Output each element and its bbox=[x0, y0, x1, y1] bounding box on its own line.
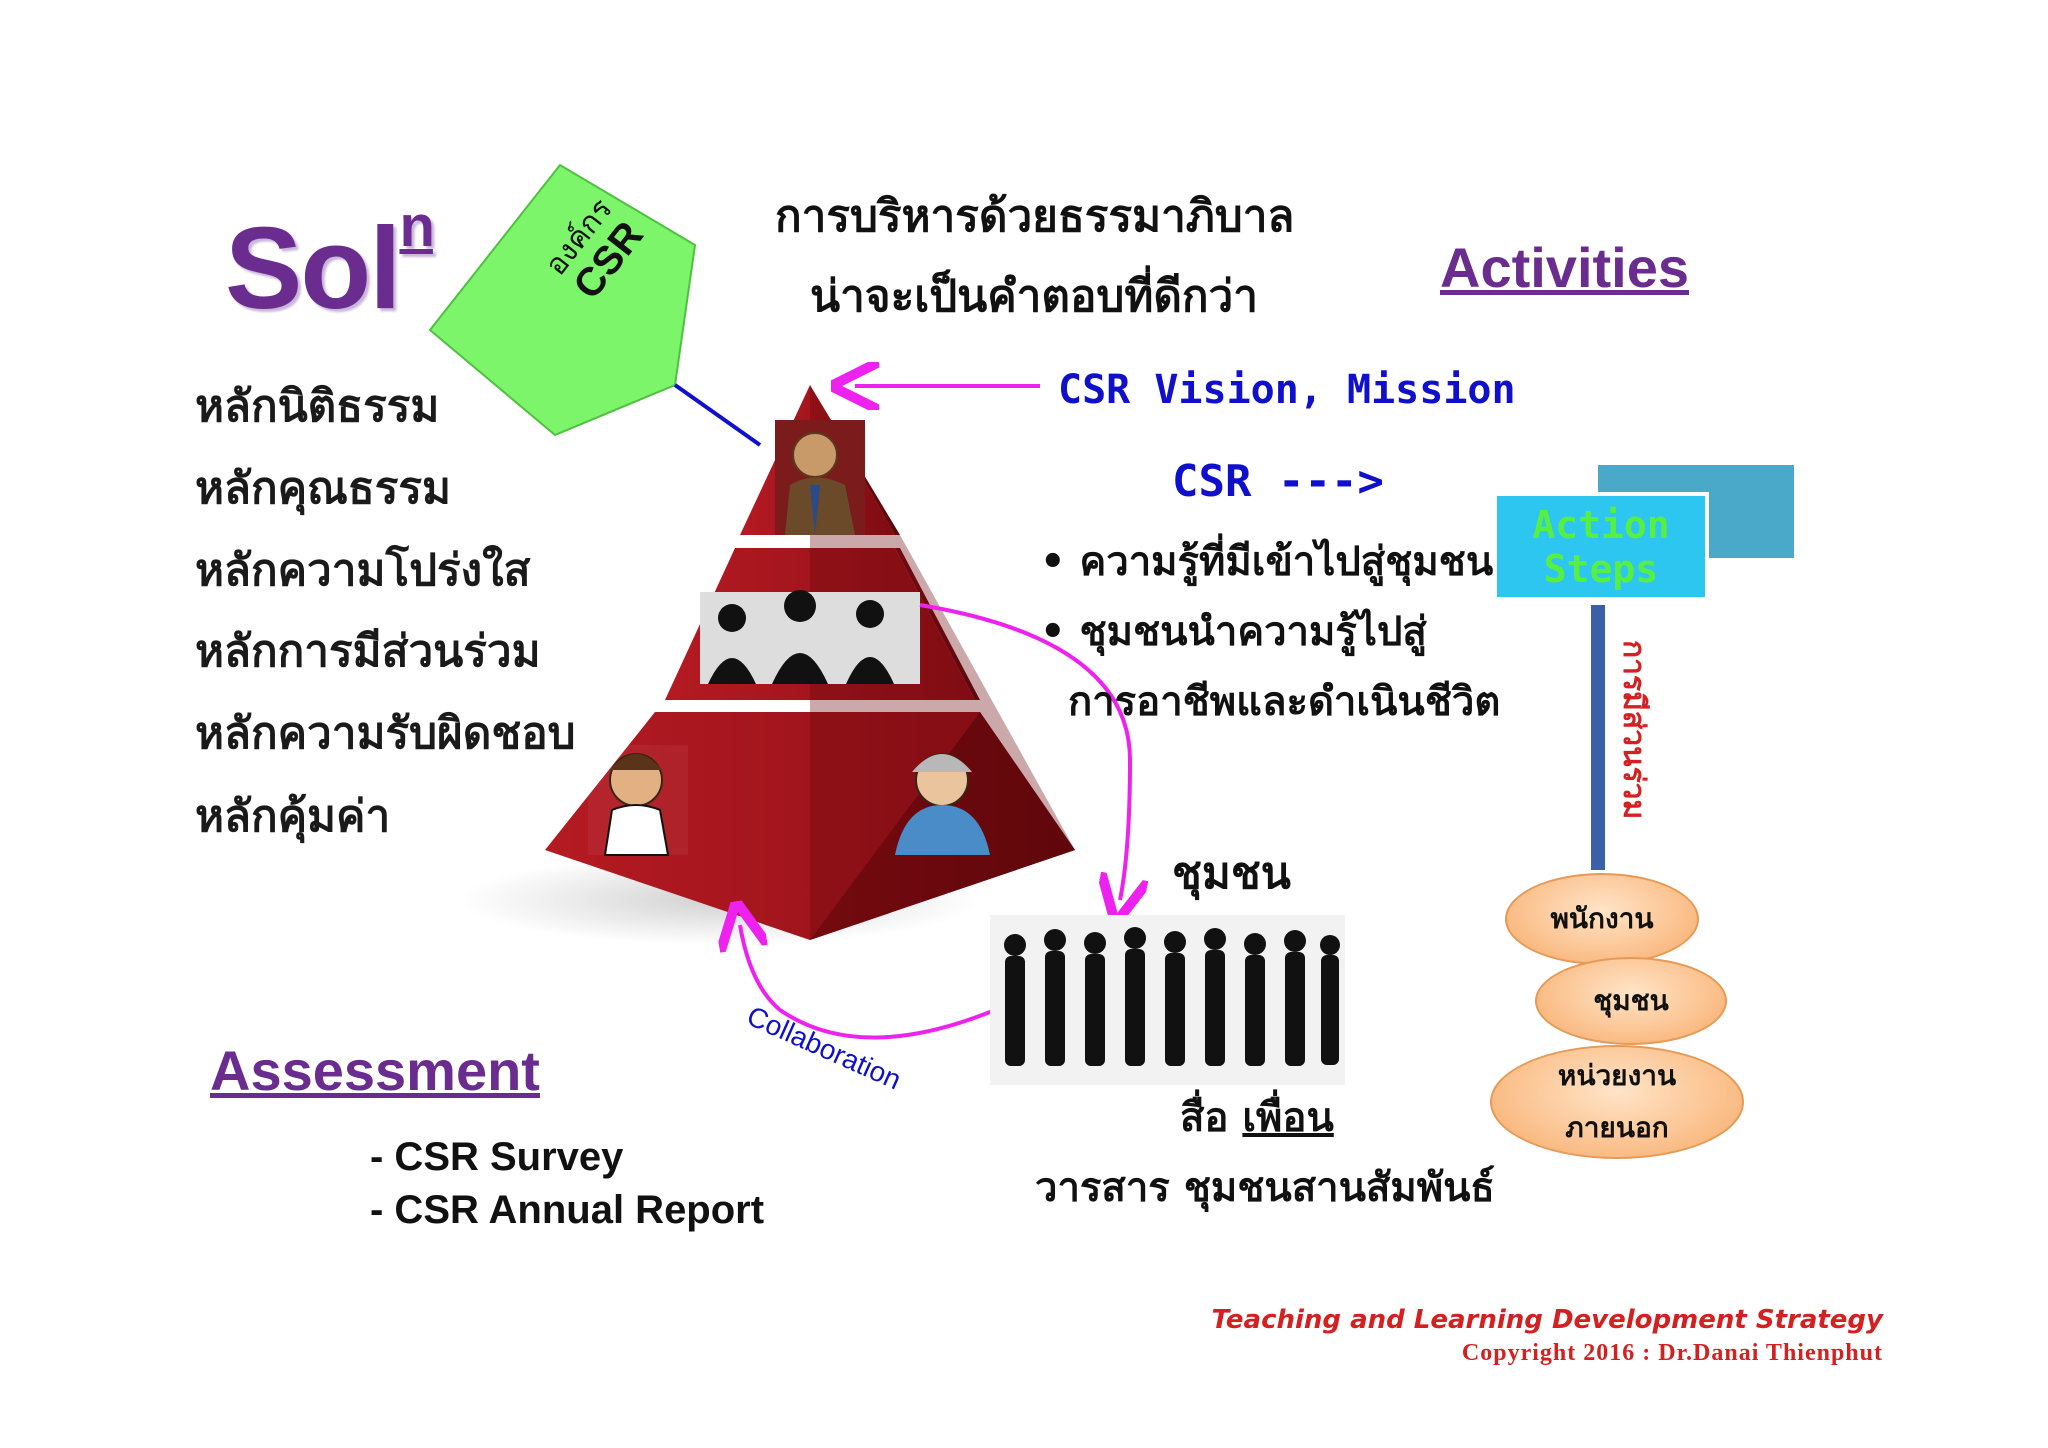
bullet-2: • ชุมชนนำความรู้ไปสู่ bbox=[1040, 609, 1427, 655]
bullet-1: • ความรู้ที่มีเข้าไปสู่ชุมชน bbox=[1040, 539, 1494, 585]
principle-3: หลักความโปร่งใส bbox=[195, 545, 531, 596]
action-steps-label: Action Steps bbox=[1532, 503, 1670, 591]
community-silhouette-icon bbox=[990, 915, 1345, 1085]
media-line-2: วารสาร ชุมชนสานสัมพันธ์ bbox=[1035, 1165, 1495, 1211]
assessment-item-2: - CSR Annual Report bbox=[370, 1188, 765, 1232]
stakeholder-employees: พนักงาน bbox=[1505, 873, 1699, 965]
media-prefix: สื่อ bbox=[1180, 1095, 1229, 1141]
principle-5: หลักความรับผิดชอบ bbox=[195, 708, 576, 759]
media-line-1: สื่อ เพื่อน bbox=[1180, 1098, 1334, 1138]
community-loop-arrow bbox=[919, 603, 1130, 900]
community-label: ชุมชน bbox=[1172, 848, 1291, 899]
bullet-2-text: ชุมชนนำความรู้ไปสู่ bbox=[1079, 609, 1427, 655]
headline-line-1: การบริหารด้วยธรรมาภิบาล bbox=[775, 191, 1295, 242]
csr-arrow-label: CSR ---> bbox=[1172, 456, 1384, 507]
headline-line-2: น่าจะเป็นคำตอบที่ดีกว่า bbox=[810, 271, 1258, 322]
stakeholder-community: ชุมชน bbox=[1535, 957, 1727, 1045]
principle-4: หลักการมีส่วนร่วม bbox=[195, 626, 541, 677]
footer-copyright: Copyright 2016 : Dr.Danai Thienphut bbox=[1461, 1340, 1883, 1366]
stakeholder-employees-label: พนักงาน bbox=[1550, 902, 1654, 935]
bullet-2-continued: การอาชีพและดำเนินชีวิต bbox=[1068, 679, 1501, 725]
footer-course: Teaching and Learning Development Strate… bbox=[1211, 1305, 1884, 1335]
media-friend: เพื่อน bbox=[1242, 1095, 1334, 1141]
solution-title: Soln bbox=[225, 198, 435, 327]
bullet-1-text: ความรู้ที่มีเข้าไปสู่ชุมชน bbox=[1079, 539, 1494, 585]
woman-cartoon-icon bbox=[895, 753, 990, 855]
stakeholder-external-line2: ภายนอก bbox=[1565, 1111, 1669, 1144]
csr-tag-shape bbox=[428, 163, 697, 437]
participation-bar bbox=[1591, 605, 1605, 870]
executive-figure-icon bbox=[775, 420, 865, 535]
team-silhouette-icon bbox=[700, 590, 920, 684]
principle-6: หลักคุ้มค่า bbox=[195, 791, 391, 842]
participation-label: การมีส่วนร่วม bbox=[1616, 640, 1651, 820]
vision-mission-label: CSR Vision, Mission bbox=[1058, 367, 1516, 413]
title-superscript: n bbox=[399, 194, 434, 259]
stakeholder-community-label: ชุมชน bbox=[1593, 984, 1669, 1017]
activities-title: Activities bbox=[1440, 236, 1689, 299]
stakeholder-external: หน่วยงาน ภายนอก bbox=[1490, 1045, 1744, 1159]
assessment-item-1: - CSR Survey bbox=[370, 1135, 624, 1179]
principle-1: หลักนิติธรรม bbox=[195, 381, 440, 432]
principle-2: หลักคุณธรรม bbox=[195, 463, 451, 514]
action-steps-box bbox=[1493, 492, 1709, 601]
title-main: Sol bbox=[225, 203, 401, 333]
tag-connector bbox=[673, 383, 762, 447]
assessment-title: Assessment bbox=[210, 1039, 540, 1102]
collaboration-arrow bbox=[740, 925, 996, 1040]
man-cartoon-icon bbox=[588, 745, 688, 856]
stakeholder-external-line1: หน่วยงาน bbox=[1557, 1059, 1677, 1092]
